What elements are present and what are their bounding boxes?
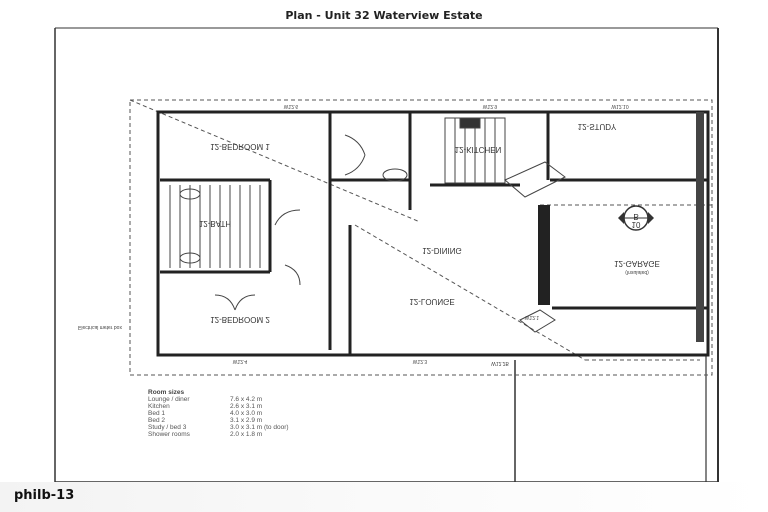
room-label-garage-note: (Insulated) — [625, 269, 649, 275]
room-label-dining: 12-DINING — [422, 246, 462, 255]
room-label-bedroom1: 12-BEDROOM 1 — [210, 142, 270, 151]
room-label-study: 12-STUDY — [578, 122, 617, 131]
footer-strip — [0, 482, 768, 512]
window-labels: W12.6 W12.9 W12.10 W12.4 W12.3 W12.2B W1… — [78, 103, 629, 366]
garage-wall-dark — [538, 205, 550, 305]
svg-text:W12.3: W12.3 — [413, 358, 428, 364]
room-label-garage: 12-GARAGE — [614, 259, 660, 268]
svg-text:10: 10 — [632, 220, 641, 229]
door-swings — [214, 134, 566, 333]
room-labels: 12-BEDROOM 1 12-KITCHEN 12-STUDY 12-BATH… — [199, 122, 660, 324]
section-marker: B 10 — [618, 205, 654, 231]
room-sizes-heading: Room sizes — [148, 389, 185, 396]
svg-text:B: B — [633, 212, 638, 221]
svg-text:Electrical meter box: Electrical meter box — [78, 324, 122, 330]
svg-text:W12.1: W12.1 — [525, 314, 540, 320]
room-label-bedroom2: 12-BEDROOM 2 — [210, 315, 270, 324]
svg-text:W12.6: W12.6 — [284, 103, 299, 109]
bathroom-fixtures — [169, 168, 408, 268]
svg-text:W12.4: W12.4 — [233, 358, 248, 364]
walls — [156, 110, 710, 357]
site-boundary — [129, 99, 713, 376]
svg-text:W12.9: W12.9 — [483, 103, 498, 109]
right-wall-dark — [696, 112, 704, 342]
svg-text:W12.10: W12.10 — [611, 103, 628, 109]
room-label-kitchen: 12-KITCHEN — [455, 145, 502, 154]
svg-text:W12.2B: W12.2B — [491, 360, 509, 366]
room-label-lounge: 12-LOUNGE — [409, 297, 454, 306]
room-label-bath: 12-BATH — [199, 219, 232, 228]
plan-title: Plan - Unit 32 Waterview Estate — [285, 9, 483, 22]
watermark-username: philb-13 — [14, 488, 75, 503]
kitchen-bench — [444, 117, 506, 184]
